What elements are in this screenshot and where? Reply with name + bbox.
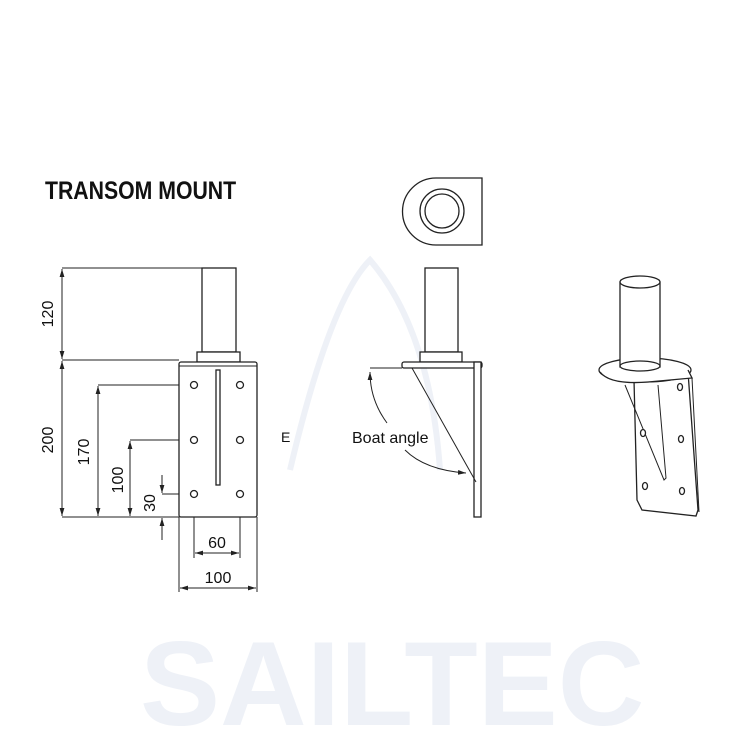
boat-angle-label: Boat angle	[352, 430, 429, 447]
tube	[201, 267, 237, 353]
dim-bottom-hole: 30	[142, 494, 159, 512]
watermark-sail-shape	[287, 255, 443, 471]
slot	[215, 369, 221, 486]
perspective-holes	[639, 382, 686, 496]
mounting-holes	[189, 380, 245, 499]
side-view: Boat angle E	[281, 267, 483, 518]
perspective-view	[598, 275, 700, 517]
dim-hole-spacing: 60	[208, 535, 226, 552]
fragment-label: E	[281, 429, 290, 445]
dimension-lines	[59, 269, 256, 591]
dim-plate-width: 100	[205, 570, 232, 587]
watermark: SAILTEC	[140, 617, 644, 744]
dim-plate-height: 200	[40, 427, 57, 454]
collar	[196, 351, 241, 363]
dim-middle-hole: 100	[110, 467, 127, 494]
page-title: TRANSOM MOUNT	[45, 176, 236, 204]
extension-lines	[62, 267, 258, 592]
dim-tube-height: 120	[40, 301, 57, 328]
dim-top-hole: 170	[76, 439, 93, 466]
front-view: 120 200 170 100 30 60 100	[40, 267, 258, 592]
top-view	[401, 177, 483, 246]
